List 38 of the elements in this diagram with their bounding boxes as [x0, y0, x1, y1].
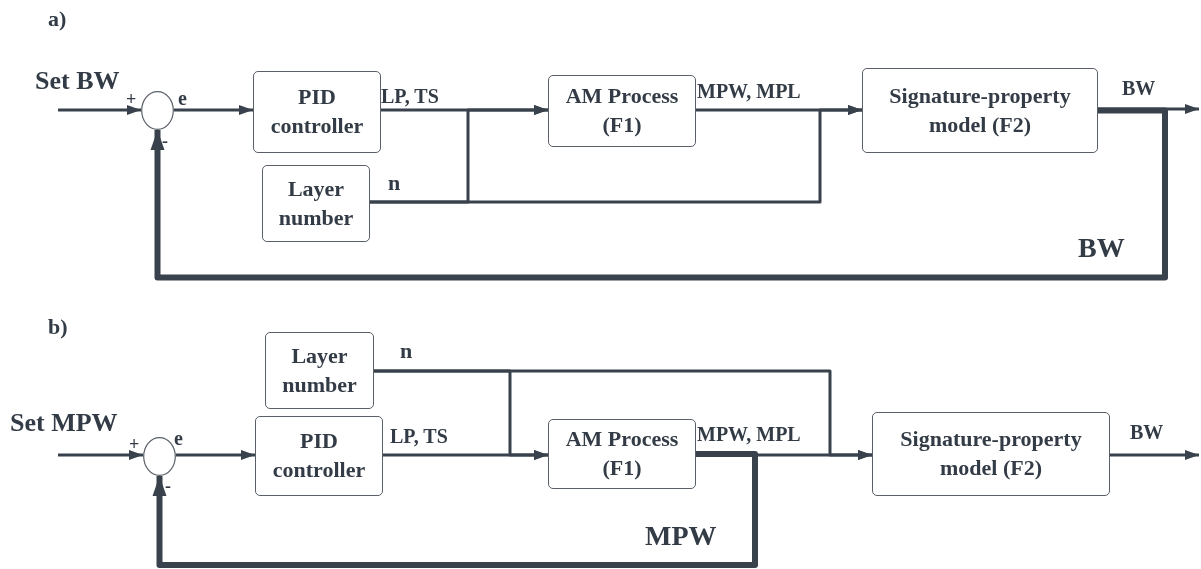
edge-label: MPW, MPL	[697, 81, 801, 101]
summing-junction	[143, 437, 176, 476]
block-label: Layer number	[277, 174, 355, 232]
edge-label: BW	[1122, 78, 1156, 98]
block-box	[862, 68, 1098, 153]
sign-label: -	[165, 477, 171, 495]
arrow	[58, 450, 143, 460]
block-box	[253, 71, 381, 153]
block-label: Layer number	[281, 341, 358, 399]
edge-label: BW	[1130, 422, 1164, 442]
block-label: AM Process (F1)	[564, 82, 680, 139]
block-label: PID controller	[271, 427, 367, 484]
edge-label: MPW, MPL	[697, 424, 801, 444]
block-box	[548, 419, 696, 489]
arrow	[176, 450, 255, 460]
block-label: Signature-property model (F2)	[899, 425, 1083, 482]
sign-label: +	[129, 435, 140, 453]
sign-label: +	[126, 90, 137, 108]
block-box	[255, 416, 383, 496]
arrow	[174, 105, 253, 115]
block-box	[872, 412, 1110, 496]
summing-junction	[141, 91, 174, 130]
panel-label: b)	[48, 316, 68, 338]
edge-label: LP, TS	[390, 426, 448, 446]
feedback-arrow	[150, 107, 1168, 281]
panel-label: a)	[48, 8, 67, 30]
block-box	[548, 75, 696, 147]
arrow	[1110, 450, 1199, 460]
edge-label: LP, TS	[381, 86, 439, 106]
arrow	[696, 105, 862, 115]
arrow	[58, 105, 141, 115]
block-label: PID controller	[269, 83, 365, 140]
block-label: Signature-property model (F2)	[888, 81, 1072, 139]
feedback-arrow	[152, 451, 758, 568]
sign-label: -	[162, 132, 168, 150]
block-label: AM Process (F1)	[564, 425, 680, 482]
block-box	[265, 332, 374, 409]
block-box	[262, 165, 370, 242]
